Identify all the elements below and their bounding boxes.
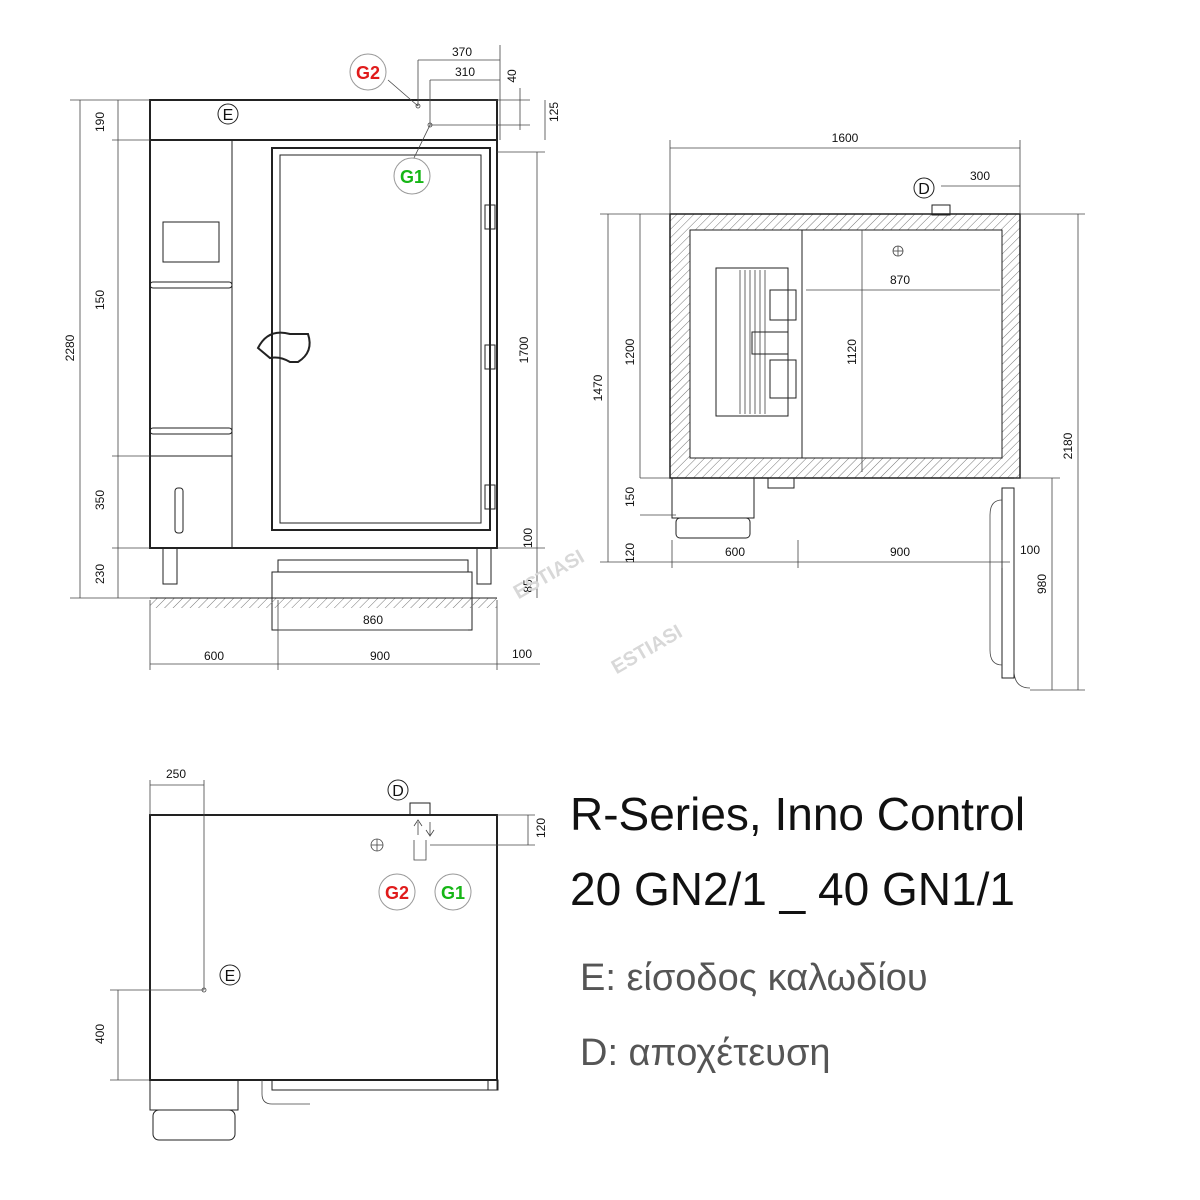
- title-line-1: R-Series, Inno Control: [570, 788, 1025, 840]
- dim-125: 125: [547, 102, 561, 122]
- dim-860: 860: [363, 613, 383, 627]
- dim-600-top: 600: [725, 545, 745, 559]
- e-label-side: E: [225, 968, 236, 985]
- g1-label-front: G1: [400, 167, 424, 187]
- d-marker-top: [913, 177, 935, 199]
- dim-120: 120: [623, 543, 637, 563]
- dim-900-top: 900: [890, 545, 910, 559]
- dim-350: 350: [93, 490, 107, 510]
- dim-2180: 2180: [1061, 432, 1075, 459]
- dim-85: 85: [521, 579, 535, 593]
- dim-300: 300: [970, 169, 990, 183]
- front-view: G2 G1 E 370 310 40 125 2280 190 150 350 …: [63, 45, 561, 670]
- e-marker-side: [219, 964, 241, 986]
- dim-190: 190: [93, 112, 107, 132]
- dim-2280: 2280: [63, 334, 77, 361]
- g2-label-side: G2: [385, 883, 409, 903]
- dim-310: 310: [455, 65, 475, 79]
- dim-150: 150: [93, 290, 107, 310]
- g2-label-front: G2: [356, 63, 380, 83]
- d-label-top: D: [918, 181, 930, 198]
- dim-980: 980: [1035, 574, 1049, 594]
- dim-40: 40: [505, 69, 519, 83]
- title-line-2: 20 GN2/1 _ 40 GN1/1: [570, 863, 1015, 915]
- dim-1700: 1700: [517, 336, 531, 363]
- d-label-side: D: [392, 783, 404, 800]
- dim-370: 370: [452, 45, 472, 59]
- dim-230: 230: [93, 564, 107, 584]
- watermark-1: ESTIASI: [510, 546, 588, 604]
- e-marker-front: [217, 103, 239, 125]
- front-top-panel: [149, 99, 498, 141]
- dim-870: 870: [890, 273, 910, 287]
- dim-100-top: 100: [1020, 543, 1040, 557]
- top-door: [1001, 487, 1015, 679]
- g1-label-side: G1: [441, 883, 465, 903]
- g1-marker-side: [434, 873, 472, 911]
- dim-900: 900: [370, 649, 390, 663]
- front-door: [271, 147, 491, 531]
- side-view: D G2 G1 E 250 120 400: [93, 767, 548, 1141]
- title-block: R-Series, Inno Control 20 GN2/1 _ 40 GN1…: [570, 788, 1025, 1074]
- drain-outlet: [931, 204, 951, 216]
- g2-marker-front: [349, 53, 387, 91]
- dim-1200: 1200: [623, 338, 637, 365]
- g2-marker-side: [378, 873, 416, 911]
- dim-150-top: 150: [623, 487, 637, 507]
- legend-e: E: είσοδος καλωδίου: [580, 957, 928, 999]
- dim-600: 600: [204, 649, 224, 663]
- e-label-front: E: [223, 107, 234, 124]
- dim-1470: 1470: [591, 374, 605, 401]
- dim-100: 100: [512, 647, 532, 661]
- dim-250: 250: [166, 767, 186, 781]
- front-body: [149, 139, 498, 549]
- top-view: D 1600 300 870 1120 1470 1200 150 120: [591, 131, 1085, 691]
- dim-1600: 1600: [832, 131, 859, 145]
- dim-120-side: 120: [534, 818, 548, 838]
- dim-1120: 1120: [845, 339, 859, 365]
- dim-100-right: 100: [521, 528, 535, 548]
- legend-d: D: αποχέτευση: [580, 1032, 831, 1074]
- dim-400: 400: [93, 1024, 107, 1044]
- watermark-2: ESTIASI: [608, 621, 686, 679]
- door-handle: [256, 331, 311, 363]
- d-marker-side: [387, 779, 409, 801]
- g1-marker-front: [393, 157, 431, 195]
- control-panel-display: [162, 221, 220, 263]
- side-body: [149, 814, 498, 1081]
